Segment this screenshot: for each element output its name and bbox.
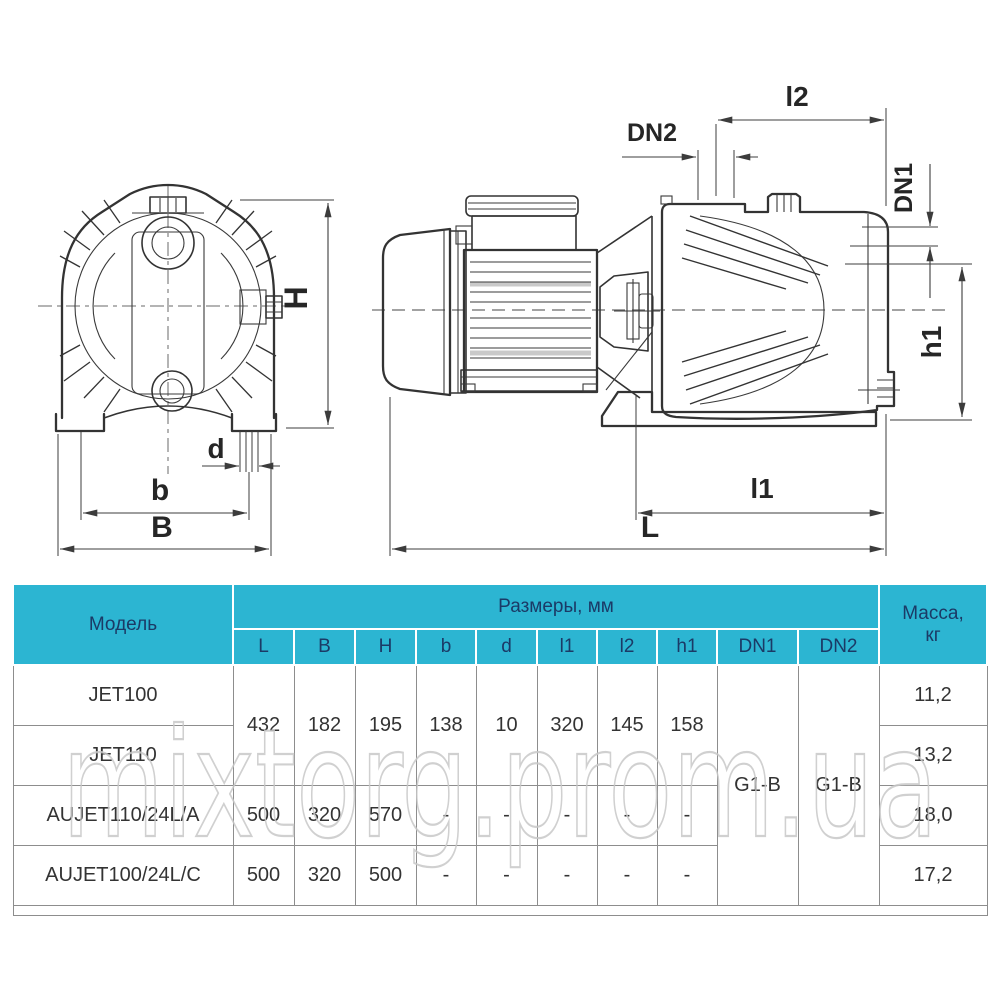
header-mass-line1: Масса, xyxy=(902,602,964,624)
header-dim-B: B xyxy=(293,628,356,666)
dim-label-l1: l1 xyxy=(750,473,773,504)
dim-label-DN2: DN2 xyxy=(627,119,677,147)
model-cell: JET100 xyxy=(12,664,234,726)
header-dim-d: d xyxy=(475,628,538,666)
mass-cell: 11,2 xyxy=(878,664,988,726)
table-row-aujet110: AUJET110/24L/A 500 320 570 - - - - - 18,… xyxy=(12,785,988,846)
value-cell-d: - xyxy=(475,845,538,906)
model-cell: AUJET100/24L/C xyxy=(12,845,234,906)
mass-cell: 17,2 xyxy=(878,845,988,906)
value-cell-L: 500 xyxy=(232,785,295,846)
front-view: H d b B xyxy=(38,183,334,556)
table-row-jet110: JET110 13,2 xyxy=(12,725,988,786)
header-dim-l1: l1 xyxy=(536,628,598,666)
dim-label-h1: h1 xyxy=(916,326,947,359)
dim-label-L: L xyxy=(641,511,659,544)
table-row-jet100: JET100 432 182 195 138 10 320 145 158 G1… xyxy=(12,664,988,906)
dim-label-B: B xyxy=(151,511,173,544)
header-dim-l2: l2 xyxy=(596,628,658,666)
value-cell-B: 182 xyxy=(293,664,356,786)
spec-table: Модель Размеры, мм Масса, кг L B H b d l… xyxy=(12,583,988,916)
value-cell-h1: - xyxy=(656,785,718,846)
dim-label-l2: l2 xyxy=(785,81,808,112)
value-cell-d: 10 xyxy=(475,664,538,786)
value-cell-b: 138 xyxy=(415,664,477,786)
header-dim-DN2: DN2 xyxy=(797,628,880,666)
dim-label-DN1: DN1 xyxy=(890,163,918,213)
value-cell-h1: 158 xyxy=(656,664,718,786)
value-cell-H: 195 xyxy=(354,664,417,786)
spec-table-wrap: Модель Размеры, мм Масса, кг L B H b d l… xyxy=(12,583,988,916)
casing-ribs xyxy=(681,215,829,405)
value-cell-L: 432 xyxy=(232,664,295,786)
table-bottom-bar xyxy=(12,905,988,916)
value-cell-B: 320 xyxy=(293,785,356,846)
value-cell-l2: - xyxy=(596,785,658,846)
value-cell-B: 320 xyxy=(293,845,356,906)
value-cell-l2: - xyxy=(596,845,658,906)
value-cell-l1: - xyxy=(536,845,598,906)
header-mass-line2: кг xyxy=(925,624,941,646)
side-view: l2 DN2 DN1 h1 l1 L xyxy=(372,81,972,556)
mass-cell: 13,2 xyxy=(878,725,988,786)
front-ribs xyxy=(59,199,277,413)
dim-label-b: b xyxy=(151,474,169,507)
dim-label-d: d xyxy=(207,433,224,464)
model-cell: AUJET110/24L/A xyxy=(12,785,234,846)
header-dim-h1: h1 xyxy=(656,628,718,666)
header-dims-group: Размеры, мм xyxy=(232,583,880,630)
model-cell: JET110 xyxy=(12,725,234,786)
header-dim-b: b xyxy=(415,628,477,666)
header-dim-H: H xyxy=(354,628,417,666)
value-cell-b: - xyxy=(415,785,477,846)
header-mass: Масса, кг xyxy=(878,583,988,666)
dim-label-H: H xyxy=(278,286,314,309)
motor-fins xyxy=(470,261,591,359)
mass-cell: 18,0 xyxy=(878,785,988,846)
value-cell-h1: - xyxy=(656,845,718,906)
value-cell-b: - xyxy=(415,845,477,906)
value-cell-dn1: G1-B xyxy=(716,664,799,906)
value-cell-l2: 145 xyxy=(596,664,658,786)
value-cell-dn2: G1-B xyxy=(797,664,880,906)
value-cell-H: 570 xyxy=(354,785,417,846)
header-model: Модель xyxy=(12,583,234,666)
value-cell-d: - xyxy=(475,785,538,846)
value-cell-l1: - xyxy=(536,785,598,846)
table-row-aujet100: AUJET100/24L/C 500 320 500 - - - - - 17,… xyxy=(12,845,988,906)
header-dim-DN1: DN1 xyxy=(716,628,799,666)
value-cell-L: 500 xyxy=(232,845,295,906)
header-dim-L: L xyxy=(232,628,295,666)
pump-technical-drawing: H d b B xyxy=(38,81,972,556)
value-cell-l1: 320 xyxy=(536,664,598,786)
value-cell-H: 500 xyxy=(354,845,417,906)
